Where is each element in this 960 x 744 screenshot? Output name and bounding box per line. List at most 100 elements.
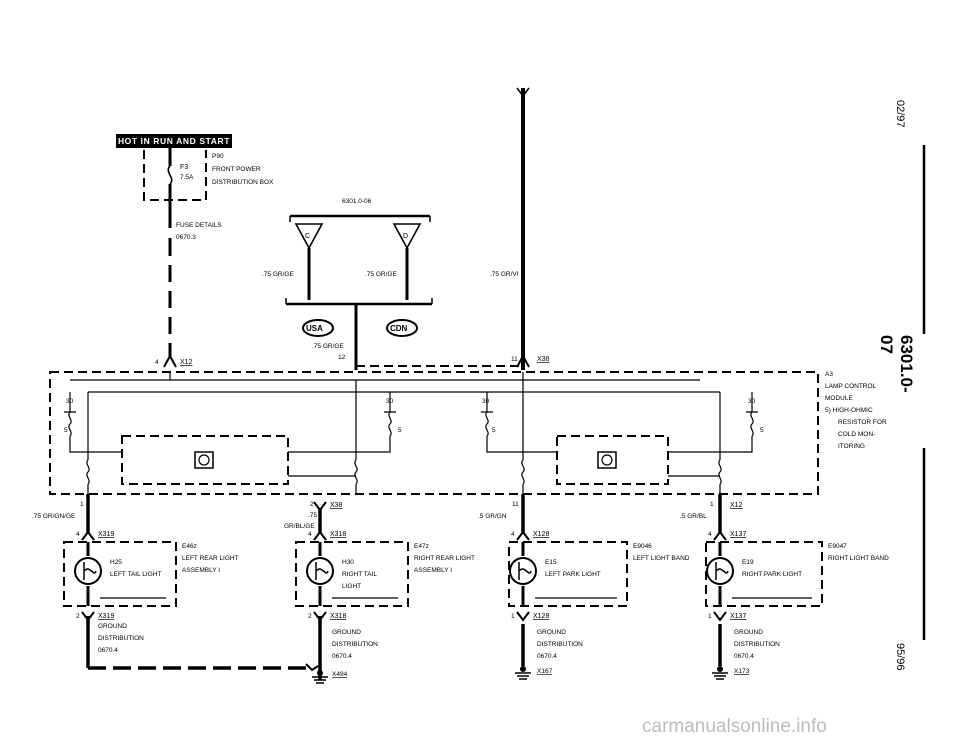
fuse-box-p90: P90 FRONT POWER DISTRIBUTION BOX F3 7.5A	[143, 148, 274, 210]
wire-label-grgn: .5 GR/GN	[478, 513, 507, 520]
e15-assembly-name-1: LEFT LIGHT BAND	[633, 555, 690, 562]
connector-d-label: D	[403, 233, 408, 240]
module-pin-5-c: 5	[492, 427, 496, 434]
h30-assembly-name-1: RIGHT REAR LIGHT	[414, 555, 475, 562]
h25-assembly-box	[63, 541, 177, 607]
h25-filament-icon	[83, 562, 97, 580]
side-revision: 95/96	[894, 643, 906, 671]
e15-assembly-box	[508, 541, 628, 607]
wire-label-grvi: .75 GR/VI	[490, 271, 519, 278]
usa-badge: USA	[302, 319, 334, 337]
module-note-2: RESISTOR FOR	[838, 419, 887, 426]
e19-bulb-icon	[706, 557, 734, 585]
wire-label-grbl: .5 GR/BL	[680, 513, 707, 520]
x12-bottom-pin: 1	[710, 501, 714, 508]
e15-bottom-pin: 1	[511, 613, 515, 620]
module-pin-30-c: 30	[482, 398, 490, 405]
x494-label: X494	[332, 671, 348, 678]
ground-e19-ref: 0670.4	[734, 653, 754, 660]
h30-lamp-label-1: RIGHT TAIL	[342, 571, 377, 578]
h30-bottom-connector-label: X318	[330, 613, 346, 620]
wire-label-grblge-1: .75	[308, 512, 317, 519]
x38-top-label: X38	[537, 356, 550, 363]
e19-bottom-connector-label: X137	[730, 613, 746, 620]
wire-label-grge-mid-pin: 12	[338, 354, 346, 361]
h30-top-connector-mark	[313, 530, 327, 541]
e19-top-connector-label: X137	[730, 531, 746, 538]
e19-filament-icon	[715, 562, 729, 580]
h25-assembly-name-2: ASSEMBLY I	[182, 567, 220, 574]
fuse-id: F3	[180, 164, 188, 171]
e15-top-pin: 4	[511, 531, 515, 538]
ground-left-dist: DISTRIBUTION	[98, 635, 144, 642]
e15-lamp-id: E15	[545, 559, 557, 566]
e19-lamp-label-1: RIGHT PARK LIGHT	[742, 571, 802, 578]
h25-top-pin: 4	[76, 531, 80, 538]
x38-top-pin: 11	[511, 356, 518, 363]
x12-top-label: X12	[180, 359, 193, 366]
wire-label-grge-left: .75 GR/GE	[262, 271, 294, 278]
e15-top-connector-label: X128	[533, 531, 549, 538]
watermark: carmanualsonline.info	[642, 716, 827, 737]
h25-top-connector-mark	[81, 530, 95, 541]
e15-bottom-connector-mark	[516, 611, 530, 622]
h30-lamp-label-2: LIGHT	[342, 583, 361, 590]
splice-area: 6301.0-06 C D .75 GR/GE .75 GR/GE USA CD…	[262, 198, 433, 370]
fuse-details-1: FUSE DETAILS	[176, 222, 222, 229]
x12-top-pin: 4	[155, 359, 159, 366]
fuse-box-name-2: DISTRIBUTION BOX	[212, 179, 274, 186]
fuse-box-id: P90	[212, 153, 224, 160]
e19-top-pin: 4	[708, 531, 712, 538]
lamp-control-module: 30 5 30 5 30 5 30 5 A3 LAMP CONTROL MODU…	[49, 371, 887, 495]
e15-bulb-icon	[509, 557, 537, 585]
h25-assembly-id: E46z	[182, 543, 197, 550]
h25-lamp-label-1: LEFT TAIL LIGHT	[110, 571, 161, 578]
fuse-rating: 7.5A	[180, 174, 194, 181]
ground-mid-dist: DISTRIBUTION	[332, 641, 378, 648]
e19-bottom-connector-mark	[713, 611, 727, 622]
h25-bulb-icon	[74, 557, 102, 585]
h30-bottom-pin: 2	[308, 613, 312, 620]
module-pin-5-b: 5	[398, 427, 402, 434]
x38-bottom-label: X38	[330, 502, 343, 509]
ground-left: GROUND DISTRIBUTION 0670.4	[86, 616, 319, 672]
cdn-badge: CDN	[386, 319, 418, 337]
ground-mid-label: GROUND	[332, 629, 361, 636]
module-note-3: COLD MON-	[838, 431, 875, 438]
pin-1-left: 1	[80, 501, 84, 508]
splice-ref: 6301.0-06	[342, 198, 372, 205]
h30-assembly-box	[295, 541, 409, 607]
e19-assembly-id: E9047	[828, 543, 847, 550]
cdn-label: CDN	[390, 324, 408, 333]
usa-label: USA	[306, 324, 323, 333]
e19-top-connector-mark	[713, 530, 727, 541]
h25-top-connector-label: X319	[98, 531, 114, 538]
connector-c-label: C	[305, 233, 310, 240]
ground-e15: GROUND DISTRIBUTION 0670.4 X167	[515, 624, 583, 680]
e15-bottom-connector-label: X128	[533, 613, 549, 620]
e15-filament-icon	[518, 562, 532, 580]
x12-bottom-label: X12	[730, 502, 743, 509]
wire-label-grgnge: .75 GR/GN/GE	[32, 513, 76, 520]
module-pin-5-d: 5	[760, 427, 764, 434]
side-page-code: 6301.0-07	[877, 335, 916, 393]
ground-e15-label: GROUND	[537, 629, 566, 636]
ground-e19: GROUND DISTRIBUTION 0670.4 X173	[712, 624, 780, 680]
e15-top-connector-mark	[516, 530, 530, 541]
e15-lamp-label-1: LEFT PARK LIGHT	[545, 571, 601, 578]
ground-left-ref: 0670.4	[98, 647, 118, 654]
ground-e19-label: GROUND	[734, 629, 763, 636]
x38-bottom-pin: 2	[310, 501, 314, 508]
module-id: A3	[825, 371, 833, 378]
e19-assembly-name-1: RIGHT LIGHT BAND	[828, 555, 889, 562]
h25-bottom-connector-label: X319	[98, 613, 114, 620]
h30-assembly-name-2: ASSEMBLY I	[414, 567, 452, 574]
wire-label-grge-right: .75 GR/GE	[365, 271, 397, 278]
ground-left-label: GROUND	[98, 623, 127, 630]
ground-e15-ref: 0670.4	[537, 653, 557, 660]
module-note-4: ITORING	[838, 443, 865, 450]
ground-symbol-x167	[515, 666, 531, 680]
fuse-box-name-1: FRONT POWER	[212, 166, 261, 173]
x173-label: X173	[734, 668, 750, 675]
